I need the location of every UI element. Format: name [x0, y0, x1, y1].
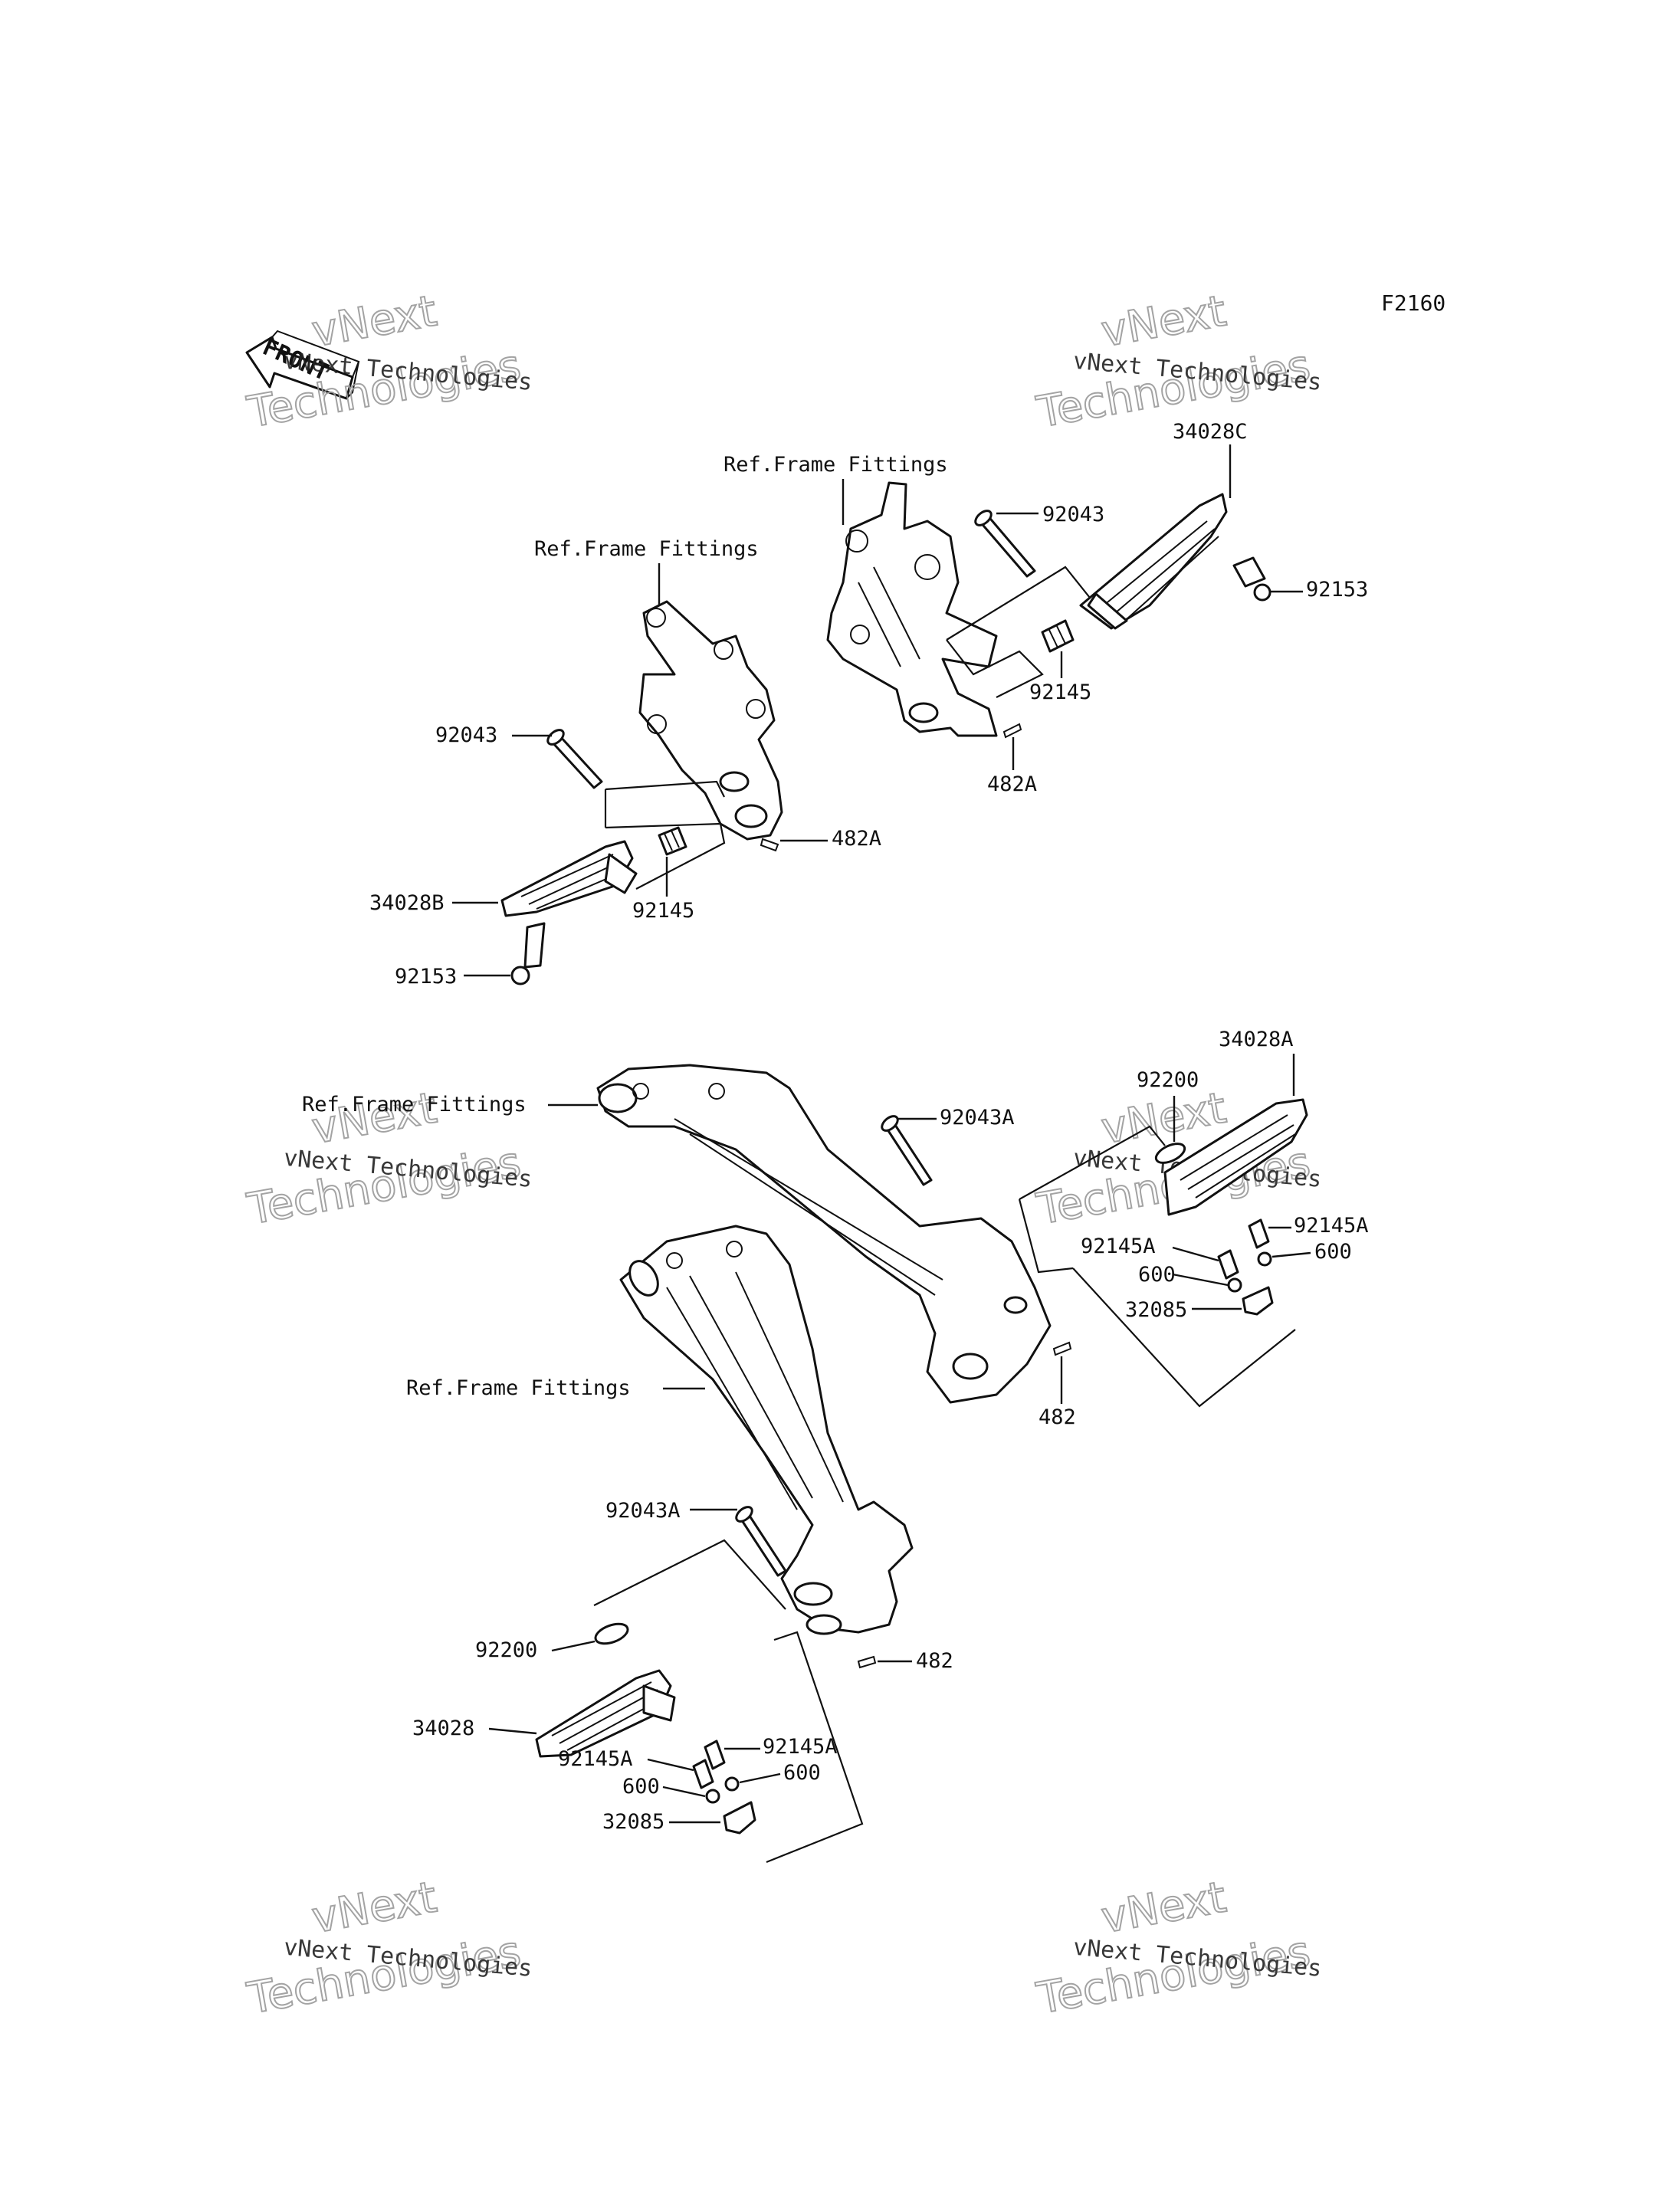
assembly-box-upper-right: [946, 566, 1097, 698]
bolt-92153-right: [1232, 556, 1271, 602]
figure-id: F2160: [1381, 290, 1445, 316]
svg-text:vNext: vNext: [1098, 287, 1229, 357]
plate-32085-right: [1242, 1286, 1274, 1316]
spring-92145A-right-2: [1248, 1218, 1270, 1249]
spring-92145-left: [658, 826, 687, 856]
label-92145A-r1: 92145A: [1081, 1235, 1156, 1258]
spring-92145A-lower-1: [692, 1759, 714, 1789]
label-92200-lower: 92200: [475, 1638, 537, 1662]
clip-482A-left: [760, 838, 779, 852]
label-482-right: 482: [1039, 1405, 1076, 1429]
watermark-bottom-right: vNext Technologies vNext Technologies: [1032, 1872, 1323, 2025]
clip-482A-right: [1002, 723, 1022, 739]
label-482A-left: 482A: [832, 827, 881, 851]
plate-32085-lower: [723, 1801, 756, 1835]
passenger-bracket-upper: [596, 1064, 1052, 1404]
assembly-box-upper-left: [604, 780, 726, 890]
clip-482-lower: [857, 1655, 877, 1669]
label-92145A-l1: 92145A: [558, 1747, 633, 1771]
passenger-bracket-lower: [619, 1225, 914, 1635]
svg-text:vNext: vNext: [1098, 1873, 1229, 1943]
label-482A-right: 482A: [987, 772, 1037, 796]
label-92145A-r2: 92145A: [1294, 1214, 1369, 1238]
rider-bracket-right: [826, 481, 998, 737]
footpeg-34028: [535, 1669, 676, 1758]
label-32085-lower: 32085: [602, 1810, 664, 1834]
label-482-lower: 482: [916, 1649, 953, 1673]
bolt-92153-left: [510, 922, 546, 985]
watermark-bottom-left: vNext Technologies vNext Technologies: [243, 1872, 533, 2025]
pin-92043-right: [974, 510, 1036, 578]
label-92043A-lower: 92043A: [605, 1499, 681, 1523]
label-92200-right: 92200: [1137, 1068, 1199, 1092]
clip-482-right: [1052, 1341, 1072, 1356]
spring-92145A-lower-2: [704, 1740, 726, 1770]
svg-text:vNext: vNext: [308, 287, 440, 357]
footpeg-34028C: [1079, 493, 1228, 630]
label-32085-right: 32085: [1125, 1298, 1187, 1322]
label-600-l2: 600: [783, 1761, 821, 1785]
ball-600-lower-2: [724, 1776, 740, 1792]
label-92145A-l2: 92145A: [763, 1735, 838, 1759]
label-ref-frame-3: Ref.Frame Fittings: [302, 1093, 527, 1117]
label-92145-right: 92145: [1029, 680, 1091, 704]
pin-92043-left: [546, 729, 603, 789]
label-92043-left: 92043: [435, 723, 497, 747]
pin-92043A-lower: [735, 1506, 787, 1577]
spring-92145A-right-1: [1217, 1249, 1239, 1280]
ball-600-right-2: [1257, 1251, 1272, 1267]
label-92043-right: 92043: [1042, 503, 1104, 526]
label-600-r2: 600: [1314, 1240, 1352, 1264]
assembly-box-right-passenger: [1018, 1125, 1296, 1408]
pin-92043A-upper: [881, 1115, 933, 1186]
svg-text:vNext: vNext: [308, 1873, 440, 1943]
label-ref-frame-1: Ref.Frame Fittings: [724, 453, 948, 477]
label-92043A-upper: 92043A: [940, 1106, 1015, 1130]
assembly-box-lower-left: [593, 1539, 864, 1864]
spring-92145-right: [1041, 619, 1075, 653]
label-92145-left: 92145: [632, 899, 694, 923]
label-34028A: 34028A: [1219, 1028, 1294, 1051]
label-ref-frame-2: Ref.Frame Fittings: [534, 537, 759, 561]
washer-92200-right: [1154, 1143, 1186, 1164]
footpeg-34028B: [500, 840, 638, 917]
rider-bracket-left: [638, 600, 783, 841]
watermark-top-right: vNext Technologies vNext Technologies: [1032, 286, 1323, 439]
washer-92200-lower: [594, 1622, 629, 1645]
footpeg-34028A: [1163, 1098, 1308, 1216]
label-34028B: 34028B: [369, 891, 445, 915]
ball-600-lower-1: [705, 1789, 720, 1804]
watermark-top-left: vNext Technologies vNext Technologies: [243, 286, 533, 439]
ball-600-right-1: [1227, 1277, 1242, 1293]
label-600-l1: 600: [622, 1775, 660, 1799]
label-92153-right: 92153: [1306, 578, 1368, 602]
label-34028: 34028: [412, 1717, 474, 1740]
label-ref-frame-4: Ref.Frame Fittings: [406, 1376, 631, 1400]
label-34028C: 34028C: [1173, 420, 1248, 444]
label-600-r1: 600: [1138, 1263, 1176, 1287]
label-92153-left: 92153: [395, 965, 457, 989]
